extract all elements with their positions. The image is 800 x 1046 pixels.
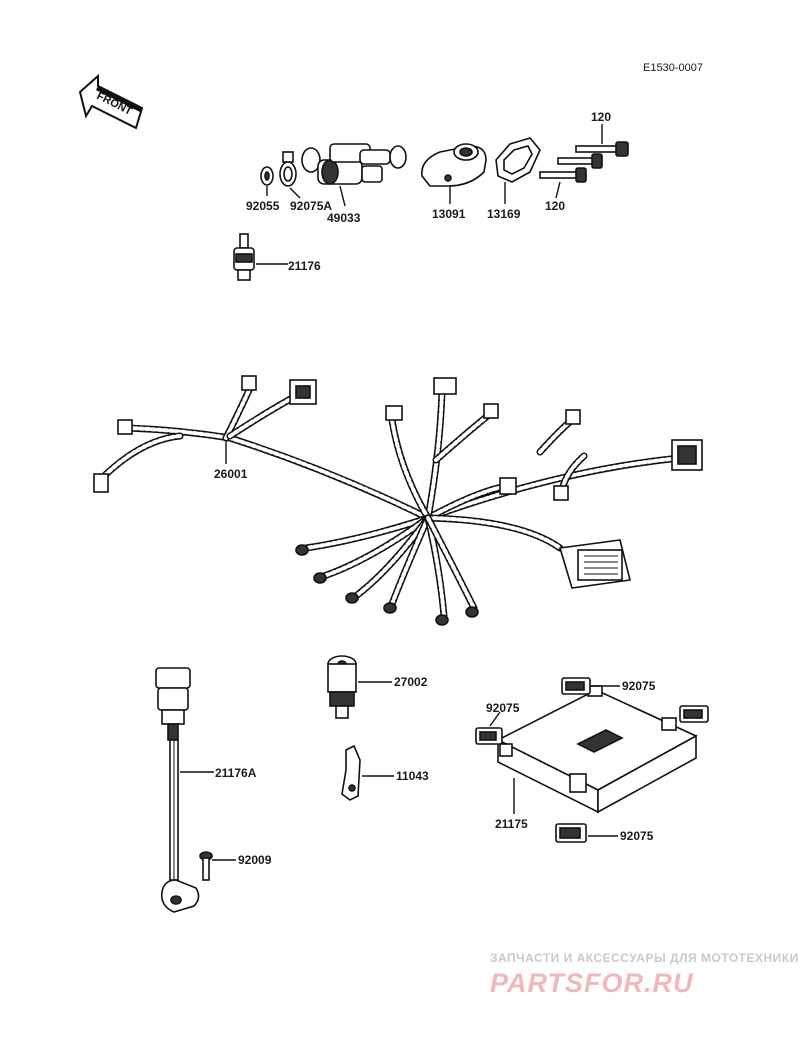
label-21175: 21175: [495, 817, 528, 831]
bolt-120-bottom: [539, 167, 587, 183]
ref-code: E1530-0007: [643, 62, 703, 74]
label-13169: 13169: [487, 207, 521, 221]
connector-92075-ecu-right: [679, 705, 709, 723]
label-120-bottom: 120: [545, 199, 565, 213]
label-21176A: 21176A: [215, 766, 257, 780]
bolt-120-mid: [557, 153, 603, 169]
front-arrow-icon: FRONT: [78, 73, 144, 130]
screw-92009: [199, 851, 213, 881]
sensor-21176: [233, 233, 255, 281]
label-92075-right: 92075: [622, 679, 656, 693]
bracket-11043: [341, 744, 361, 801]
label-21176: 21176: [288, 259, 321, 273]
watermark-logo: PARTSFOR.RU: [490, 968, 694, 998]
washer-92055: [260, 166, 274, 186]
watermark-tagline: ЗАПЧАСТИ И АКСЕССУАРЫ ДЛЯ МОТОТЕХНИКИ: [490, 951, 799, 965]
control-unit-21175: [496, 685, 698, 814]
gasket-13169: [495, 137, 541, 183]
bolt-120-top: [575, 141, 629, 157]
label-26001: 26001: [214, 467, 248, 481]
label-49033: 49033: [327, 211, 361, 225]
wiring-harness-26001: [93, 375, 703, 626]
label-27002: 27002: [394, 675, 428, 689]
label-92055: 92055: [246, 199, 280, 213]
switch-27002: [327, 655, 357, 719]
sensor-21176A: [155, 667, 200, 913]
label-120-top: 120: [591, 110, 611, 124]
label-13091: 13091: [432, 207, 466, 221]
label-92075A: 92075A: [290, 199, 332, 213]
label-92075-left: 92075: [486, 701, 520, 715]
label-11043: 11043: [396, 769, 429, 783]
label-92009: 92009: [238, 853, 272, 867]
switch-49033: [301, 143, 407, 185]
connector-92075-right: [561, 677, 591, 695]
housing-13091: [421, 143, 487, 187]
label-92075-bottom: 92075: [620, 829, 654, 843]
main-connector: [558, 539, 631, 589]
oring-92075A: [279, 151, 297, 187]
connector-92075-left: [475, 727, 503, 745]
connector-92075-bottom: [555, 823, 587, 843]
